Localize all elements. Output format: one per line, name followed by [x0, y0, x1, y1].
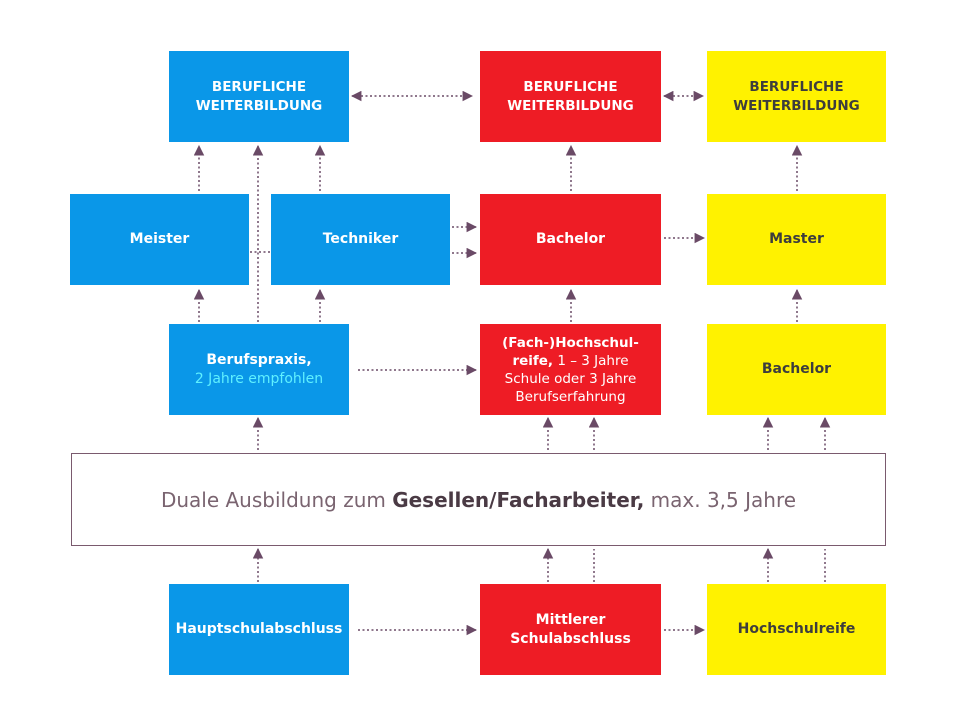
box-label: WEITERBILDUNG [507, 97, 634, 114]
box-label: Meister [129, 231, 190, 247]
box-label: WEITERBILDUNG [733, 97, 860, 114]
box-bachelor-yellow: Bachelor [707, 324, 886, 415]
box-sublabel: 2 Jahre empfohlen [194, 370, 324, 387]
box-label: BERUFLICHE [523, 78, 618, 95]
box-sublabel: Berufserfahrung [515, 388, 626, 405]
box-label-line2: reife, 1 – 3 Jahre [512, 352, 628, 370]
box-label: WEITERBILDUNG [195, 97, 323, 114]
box-fach-hochschulreife: (Fach-)Hochschul- reife, 1 – 3 Jahre Sch… [480, 324, 661, 415]
box-bachelor-red: Bachelor [480, 194, 661, 285]
box-label: (Fach-)Hochschul- [502, 334, 639, 351]
box-berufspraxis: Berufspraxis, 2 Jahre empfohlen [169, 324, 349, 415]
box-master: Master [707, 194, 886, 285]
box-label: Schulabschluss [510, 630, 631, 647]
box-label: Hauptschulabschluss [175, 621, 343, 637]
box-hauptschulabschluss: Hauptschulabschluss [169, 584, 349, 675]
box-label: Techniker [322, 231, 399, 247]
duale-bold: Gesellen/Facharbeiter, [392, 487, 645, 512]
duale-prefix: Duale Ausbildung zum [160, 487, 393, 512]
box-label: Bachelor [535, 231, 606, 247]
box-techniker: Techniker [271, 194, 450, 285]
box-label: Hochschulreife [737, 621, 856, 637]
box-label-bold: reife, [512, 352, 554, 369]
box-berufliche-weiterbildung-yellow: BERUFLICHE WEITERBILDUNG [707, 51, 886, 142]
box-meister: Meister [70, 194, 249, 285]
box-berufliche-weiterbildung-red: BERUFLICHE WEITERBILDUNG [480, 51, 661, 142]
box-label: Master [769, 231, 824, 247]
box-label: BERUFLICHE [211, 78, 307, 95]
box-label: Mittlerer [535, 611, 606, 628]
box-label: Berufspraxis, [206, 351, 312, 368]
box-hochschulreife: Hochschulreife [707, 584, 886, 675]
box-duale-ausbildung: Duale Ausbildung zum Gesellen/Facharbeit… [71, 453, 886, 546]
box-label: Bachelor [761, 361, 832, 377]
box-sublabel: Schule oder 3 Jahre [504, 370, 637, 387]
box-label-light: 1 – 3 Jahre [553, 352, 629, 369]
box-label: BERUFLICHE [749, 78, 844, 95]
box-mittlerer-schulabschluss: Mittlerer Schulabschluss [480, 584, 661, 675]
duale-suffix: max. 3,5 Jahre [644, 487, 797, 512]
box-berufliche-weiterbildung-blue: BERUFLICHE WEITERBILDUNG [169, 51, 349, 142]
